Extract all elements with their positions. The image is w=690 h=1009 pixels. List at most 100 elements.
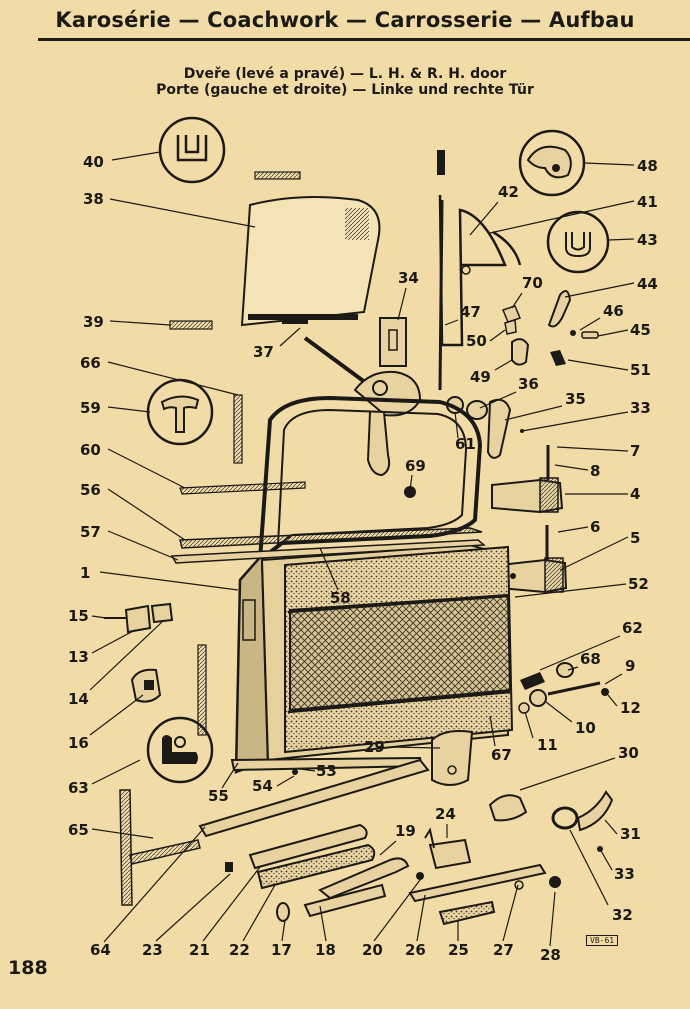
- washer-27: [514, 880, 524, 890]
- page-header-title: Karosérie — Coachwork — Carrosserie — Au…: [55, 8, 635, 32]
- diagram-subtitle-line2: Porte (gauche et droite) — Linke und rec…: [156, 82, 534, 98]
- callout-label: 42: [498, 183, 519, 201]
- detail-circle-59: [146, 378, 214, 446]
- leader-line: [554, 464, 589, 471]
- leader-line: [299, 768, 316, 772]
- callout-label: 6: [590, 518, 600, 536]
- callout-label: 45: [630, 321, 651, 339]
- callout-label: 64: [90, 941, 111, 959]
- bushing-50: [504, 319, 517, 335]
- callout-label: 59: [80, 399, 101, 417]
- callout-label: 9: [625, 657, 635, 675]
- leader-line: [521, 411, 629, 432]
- leader-line: [489, 715, 496, 747]
- leader-line: [599, 848, 613, 871]
- sill-strip-64: [198, 758, 430, 838]
- leader-line: [91, 615, 107, 619]
- leader-line: [281, 919, 286, 942]
- callout-label: 44: [637, 275, 658, 293]
- leader-line: [107, 406, 151, 413]
- leader-line: [91, 759, 141, 785]
- lock-24: [428, 838, 472, 870]
- bushing-70: [501, 305, 522, 323]
- diagram-subtitle-line1: Dveře (levé a pravé) — L. H. & R. H. doo…: [183, 66, 507, 82]
- callout-label: 15: [68, 607, 89, 625]
- leader-line: [155, 873, 231, 942]
- callout-label: 66: [80, 354, 101, 372]
- leader-line: [489, 200, 635, 234]
- window-sill-strip-57: [170, 539, 486, 564]
- corner-strips-65: [119, 789, 201, 906]
- callout-label: 63: [68, 779, 89, 797]
- callout-label: 27: [493, 941, 514, 959]
- callout-label: 8: [590, 462, 600, 480]
- window-glass: [240, 195, 381, 327]
- window-sill-strip-56: [179, 527, 483, 549]
- callout-label: 17: [271, 941, 292, 959]
- door-hinge-upper: [491, 445, 564, 514]
- clip-51: [550, 350, 566, 366]
- callout-label: 12: [620, 699, 641, 717]
- callout-label: 34: [398, 269, 419, 287]
- callout-label: 37: [253, 343, 274, 361]
- leader-line: [202, 866, 261, 942]
- callout-label: 14: [68, 690, 89, 708]
- rod-9: [547, 681, 601, 696]
- leader-line: [559, 536, 629, 571]
- callout-label: 50: [466, 332, 487, 350]
- leader-line: [514, 583, 627, 598]
- callout-label: 53: [316, 762, 337, 780]
- callout-label: 24: [435, 805, 456, 823]
- leader-line: [103, 826, 206, 943]
- window-channel-strip: [254, 171, 301, 180]
- leader-line: [454, 411, 459, 439]
- leader-line: [89, 621, 163, 691]
- callout-label: 30: [618, 744, 639, 762]
- callout-label: 48: [637, 157, 658, 175]
- leader-line: [469, 201, 499, 236]
- leader-line: [107, 530, 179, 561]
- callout-label: 52: [628, 575, 649, 593]
- callout-label: 62: [622, 619, 643, 637]
- callout-label: 47: [460, 303, 481, 321]
- leader-line: [107, 448, 186, 489]
- leader-line: [604, 673, 623, 685]
- callout-label: 31: [620, 825, 641, 843]
- rivet-23: [225, 862, 233, 872]
- leader-line: [545, 701, 573, 723]
- callout-label: 4: [630, 485, 640, 503]
- callout-label: 51: [630, 361, 651, 379]
- window-crank: [446, 396, 524, 459]
- leader-line: [279, 327, 301, 347]
- screw-54: [292, 769, 298, 775]
- screw-45: [581, 331, 599, 339]
- leader-line: [519, 757, 616, 791]
- leader-line: [397, 287, 407, 321]
- leader-line: [111, 151, 161, 161]
- callout-label: 19: [395, 822, 416, 840]
- detail-circle-63: [146, 716, 214, 784]
- lever-25: [438, 900, 496, 926]
- callout-label: 60: [80, 441, 101, 459]
- callout-label: 69: [405, 457, 426, 475]
- callout-label: 38: [83, 190, 104, 208]
- callout-label: 16: [68, 734, 89, 752]
- callout-label: 33: [614, 865, 635, 883]
- nut-11: [518, 702, 530, 714]
- leader-line: [489, 329, 506, 342]
- printer-stamp: VB-61: [586, 935, 619, 946]
- plate-14: [150, 602, 174, 624]
- leader-line: [597, 329, 629, 337]
- callout-label: 55: [208, 787, 229, 805]
- vent-handle-44: [547, 290, 572, 328]
- clip-20: [416, 872, 424, 880]
- leader-line: [379, 840, 397, 856]
- screw-46: [570, 330, 576, 336]
- callout-label: 5: [630, 529, 640, 547]
- escutcheon-62: [520, 672, 545, 690]
- clip-17: [276, 902, 290, 922]
- door-handle-31: [576, 790, 614, 832]
- leader-line: [556, 446, 629, 452]
- callout-layer: 4038396659605657115131416636542484143344…: [68, 151, 658, 964]
